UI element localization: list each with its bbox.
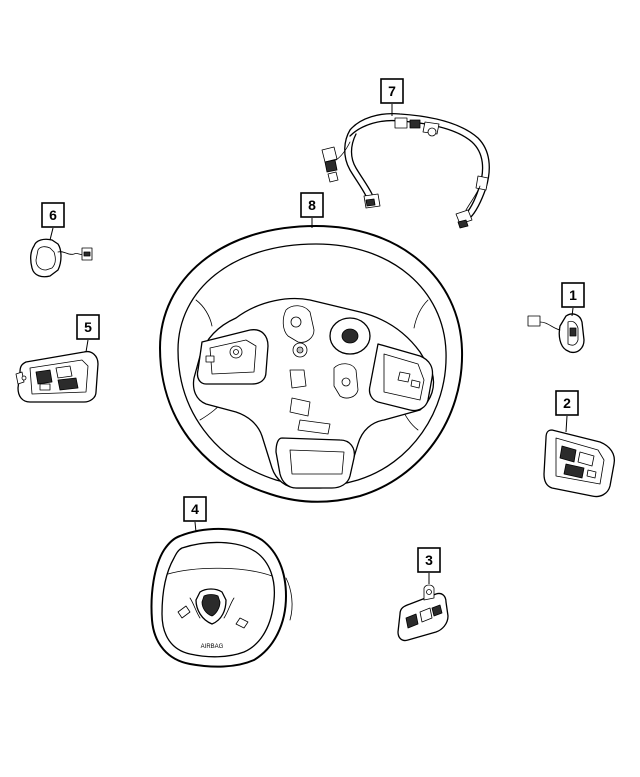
leader-1 [571,307,574,317]
callout-5-label: 5 [84,319,92,335]
callout-6-label: 6 [49,207,57,223]
wiring-harness-part[interactable] [321,112,490,229]
callout-8-label: 8 [308,197,316,213]
leader-6 [49,227,54,241]
switch-cluster-part-2[interactable] [543,429,616,498]
callout-3: 3 [417,547,441,573]
callout-2: 2 [555,390,579,416]
callout-1-label: 1 [569,287,577,303]
callout-2-label: 2 [563,395,571,411]
airbag-part[interactable]: AIRBAG [150,528,293,668]
leader-2 [565,415,568,433]
callout-6: 6 [41,202,65,228]
switch-part-3[interactable] [397,584,449,642]
callout-3-label: 3 [425,552,433,568]
leader-4 [194,521,197,533]
leader-5 [85,339,89,353]
callout-4: 4 [183,496,207,522]
switch-part-1[interactable] [527,313,585,354]
switch-cluster-part-5[interactable] [15,350,99,403]
steering-wheel-part[interactable] [159,225,464,503]
switch-part-6[interactable] [30,238,93,278]
callout-8: 8 [300,192,324,218]
callout-5: 5 [76,314,100,340]
airbag-marking-text: AIRBAG [201,644,224,650]
callout-7: 7 [380,78,404,104]
callout-4-label: 4 [191,501,199,517]
callout-1: 1 [561,282,585,308]
callout-7-label: 7 [388,83,396,99]
